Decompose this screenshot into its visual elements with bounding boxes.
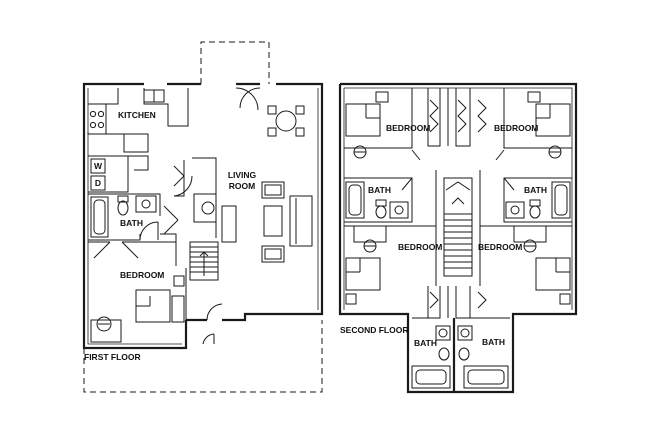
bath-se-label: BATH: [482, 337, 505, 347]
second-floor-wall-inner-lines: [343, 87, 573, 310]
second-floor-caption: SECOND FLOOR: [340, 325, 408, 335]
bath-w-label: BATH: [368, 185, 391, 195]
first-floor-bedroom: [88, 241, 223, 345]
kitchen-counters: [87, 88, 189, 153]
first-floor-plan: [82, 41, 324, 393]
first-floor-wall-inner-lines: [87, 88, 319, 345]
first-floor-stairs: [189, 241, 219, 281]
room-labels: KITCHEN LIVING ROOM BATH BEDROOM W D FIR…: [84, 110, 547, 362]
second-floor-exterior-walls: [338, 82, 578, 394]
upper-baths: [344, 177, 572, 223]
first-floor-bath: [88, 193, 161, 241]
bottom-baths: [411, 317, 510, 389]
bedroom-sw-label: BEDROOM: [398, 242, 442, 252]
washer-label: W: [94, 161, 103, 171]
living-room-label-line1: LIVING: [228, 170, 257, 180]
second-floor-stairs: [435, 170, 481, 286]
laundry-closet: [88, 155, 149, 193]
bedroom-ne-label: BEDROOM: [494, 123, 538, 133]
bath-e-label: BATH: [524, 185, 547, 195]
first-floor-halls: [160, 157, 217, 266]
bath-sw-label: BATH: [414, 338, 437, 348]
lower-bedrooms: [344, 225, 572, 319]
first-floor-bath-label: BATH: [120, 218, 143, 228]
porch-outline: [83, 41, 323, 393]
bedroom-nw-label: BEDROOM: [386, 123, 430, 133]
kitchen-label: KITCHEN: [118, 110, 156, 120]
dryer-label: D: [95, 178, 101, 188]
first-floor-bedroom-label: BEDROOM: [120, 270, 164, 280]
bedroom-se-label: BEDROOM: [478, 242, 522, 252]
first-floor-caption: FIRST FLOOR: [84, 352, 141, 362]
living-room-label-line2: ROOM: [229, 181, 255, 191]
first-floor-exterior-walls: [82, 82, 324, 350]
upper-bedrooms: [344, 88, 572, 161]
living-room-furniture: [221, 87, 313, 263]
second-floor-plan: [338, 82, 578, 394]
